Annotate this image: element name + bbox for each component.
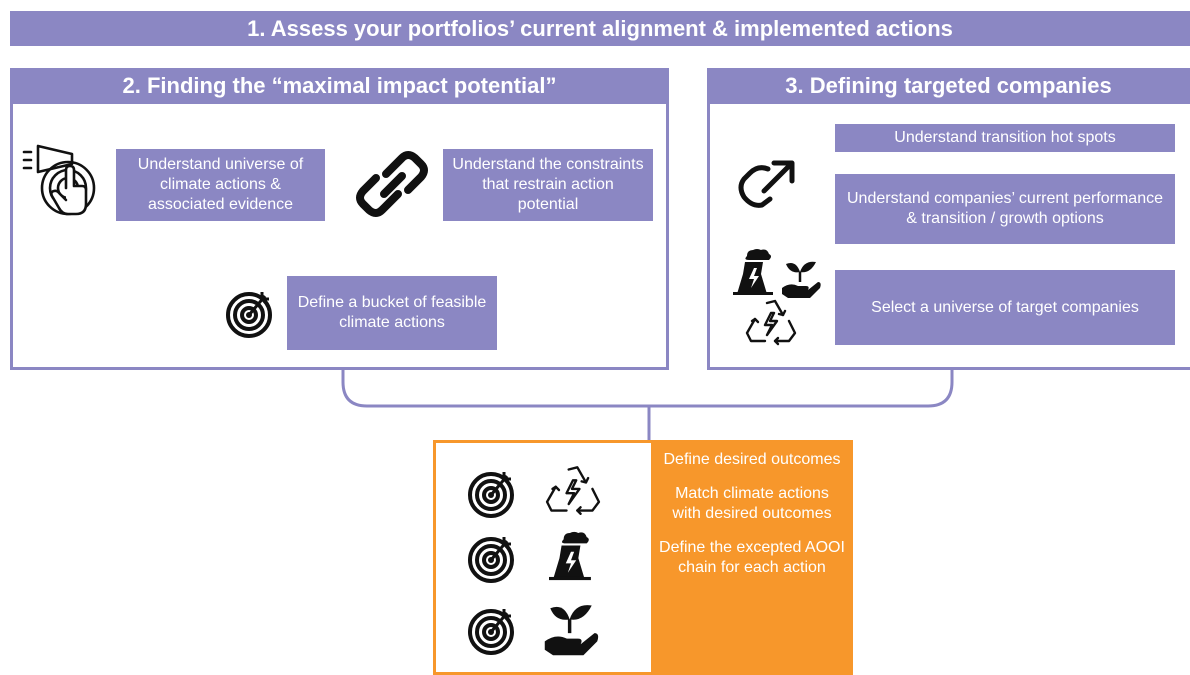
target-icon bbox=[226, 292, 272, 338]
select-box: Select a universe of target companies bbox=[835, 270, 1175, 345]
power-plant-icon bbox=[549, 531, 591, 581]
bucket-box: Define a bucket of feasible climate acti… bbox=[287, 276, 497, 350]
step2-title: 2. Finding the “maximal impact potential… bbox=[122, 73, 557, 98]
outcome-item-1: Define desired outcomes bbox=[663, 451, 841, 468]
outcome-item-3: Define the excepted AOOI chain for each … bbox=[659, 539, 845, 576]
plant-hand-icon bbox=[782, 261, 821, 298]
hotspots-label: Understand transition hot spots bbox=[894, 129, 1116, 146]
outcome-box: Define desired outcomes Match climate ac… bbox=[651, 440, 853, 675]
chain-link-icon bbox=[356, 151, 428, 217]
step1-title: 1. Assess your portfolios’ current align… bbox=[247, 15, 953, 41]
hotspots-box: Understand transition hot spots bbox=[835, 124, 1175, 152]
select-label: Select a universe of target companies bbox=[871, 298, 1139, 316]
universe-box: Understand universe of climate actions &… bbox=[116, 149, 325, 221]
recycle-energy-icon bbox=[745, 299, 797, 346]
constraints-label: Understand the constraints that restrain… bbox=[452, 156, 644, 213]
outcome-item-2: Match climate actions with desired outco… bbox=[672, 485, 832, 522]
target-icon bbox=[468, 609, 514, 655]
step1-banner: 1. Assess your portfolios’ current align… bbox=[10, 11, 1190, 46]
power-plant-icon bbox=[733, 249, 773, 295]
bucket-label: Define a bucket of feasible climate acti… bbox=[297, 294, 487, 331]
plant-hand-icon bbox=[544, 605, 599, 656]
step3-header: 3. Defining targeted companies bbox=[707, 68, 1190, 104]
performance-label: Understand companies’ current performanc… bbox=[846, 190, 1163, 227]
target-icon bbox=[468, 537, 514, 583]
external-link-icon bbox=[738, 160, 795, 208]
constraints-box: Understand the constraints that restrain… bbox=[443, 149, 653, 221]
target-icon bbox=[468, 472, 514, 518]
universe-label: Understand universe of climate actions &… bbox=[137, 156, 304, 213]
recycle-energy-icon bbox=[545, 466, 601, 515]
performance-box: Understand companies’ current performanc… bbox=[835, 174, 1175, 244]
hand-touch-icon bbox=[22, 144, 96, 216]
step3-title: 3. Defining targeted companies bbox=[785, 73, 1112, 98]
step2-header: 2. Finding the “maximal impact potential… bbox=[10, 68, 669, 104]
